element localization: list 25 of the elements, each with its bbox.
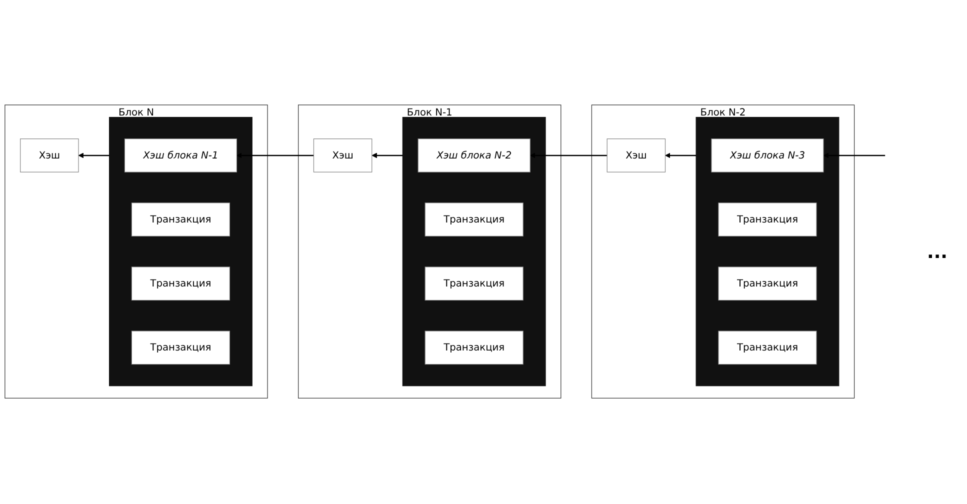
arrow — [530, 153, 608, 159]
node-box: Транзакция — [424, 203, 524, 237]
node-box: Хэш блока N-2 — [418, 138, 530, 173]
arrow — [78, 153, 110, 159]
node-box: Транзакция — [131, 267, 230, 301]
node-box: Транзакция — [424, 331, 524, 366]
node-box: Хэш блока N-3 — [711, 138, 824, 173]
arrow — [665, 153, 696, 159]
cluster — [108, 117, 252, 387]
node-box: Транзакция — [131, 331, 230, 366]
node-box: Хэш — [20, 138, 79, 173]
node-box: Хэш — [313, 138, 372, 173]
cluster — [402, 117, 546, 387]
node-box: Хэш — [606, 138, 666, 173]
node-box: Транзакция — [424, 267, 524, 301]
ellipsis-label: ... — [927, 242, 949, 262]
node-box: Хэш блока N-1 — [124, 138, 238, 173]
arrow — [372, 153, 403, 159]
node-box: Транзакция — [718, 203, 817, 237]
arrow — [236, 153, 314, 159]
cluster — [696, 117, 840, 387]
arrow — [823, 153, 886, 159]
node-box: Транзакция — [718, 331, 817, 366]
node-box: Транзакция — [718, 267, 817, 301]
node-box: Транзакция — [131, 203, 230, 237]
